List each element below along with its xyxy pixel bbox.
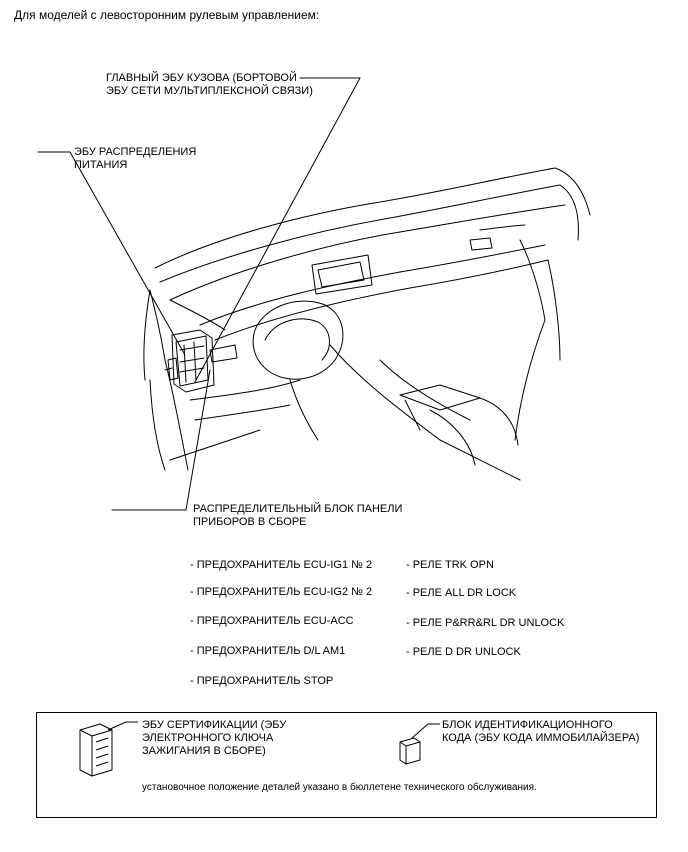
label-power-distribution-ecu: ЭБУ РАСПРЕДЕЛЕНИЯ ПИТАНИЯ xyxy=(74,146,197,171)
label-certification-ecu: ЭБУ СЕРТИФИКАЦИИ (ЭБУ ЭЛЕКТРОННОГО КЛЮЧА… xyxy=(142,719,287,757)
fuse-item: - ПРЕДОХРАНИТЕЛЬ ECU-IG2 № 2 xyxy=(190,586,373,598)
relay-item: - РЕЛЕ D DR UNLOCK xyxy=(406,646,521,658)
leader-main-body-ecu xyxy=(194,77,361,383)
fuse-item: - ПРЕДОХРАНИТЕЛЬ STOP xyxy=(190,675,334,687)
junction-block-cluster xyxy=(164,329,215,393)
relay-item: - РЕЛЕ ALL DR LOCK xyxy=(406,587,517,599)
page-header: Для моделей с левосторонним рулевым упра… xyxy=(14,8,320,22)
fuse-item: - ПРЕДОХРАНИТЕЛЬ D/L AM1 xyxy=(190,645,346,657)
label-main-body-ecu: ГЛАВНЫЙ ЭБУ КУЗОВА (БОРТОВОЙ ЭБУ СЕТИ МУ… xyxy=(106,72,313,97)
leader-junction-block xyxy=(111,369,211,511)
label-instrument-junction-block: РАСПРЕДЕЛИТЕЛЬНЫЙ БЛОК ПАНЕЛИ ПРИБОРОВ В… xyxy=(193,503,403,528)
relay-item: - РЕЛЕ TRK OPN xyxy=(406,559,494,571)
relay-item: - РЕЛЕ P&RR&RL DR UNLOCK xyxy=(406,617,565,629)
installation-note: установочное положение деталей указано в… xyxy=(142,782,537,793)
leader-power-dist-ecu xyxy=(37,151,186,356)
fuse-item: - ПРЕДОХРАНИТЕЛЬ ECU-IG1 № 2 xyxy=(190,559,373,571)
label-id-code-box: БЛОК ИДЕНТИФИКАЦИОННОГО КОДА (ЭБУ КОДА И… xyxy=(442,719,640,744)
components-box xyxy=(36,712,657,818)
fuse-item: - ПРЕДОХРАНИТЕЛЬ ECU-ACC xyxy=(190,615,354,627)
